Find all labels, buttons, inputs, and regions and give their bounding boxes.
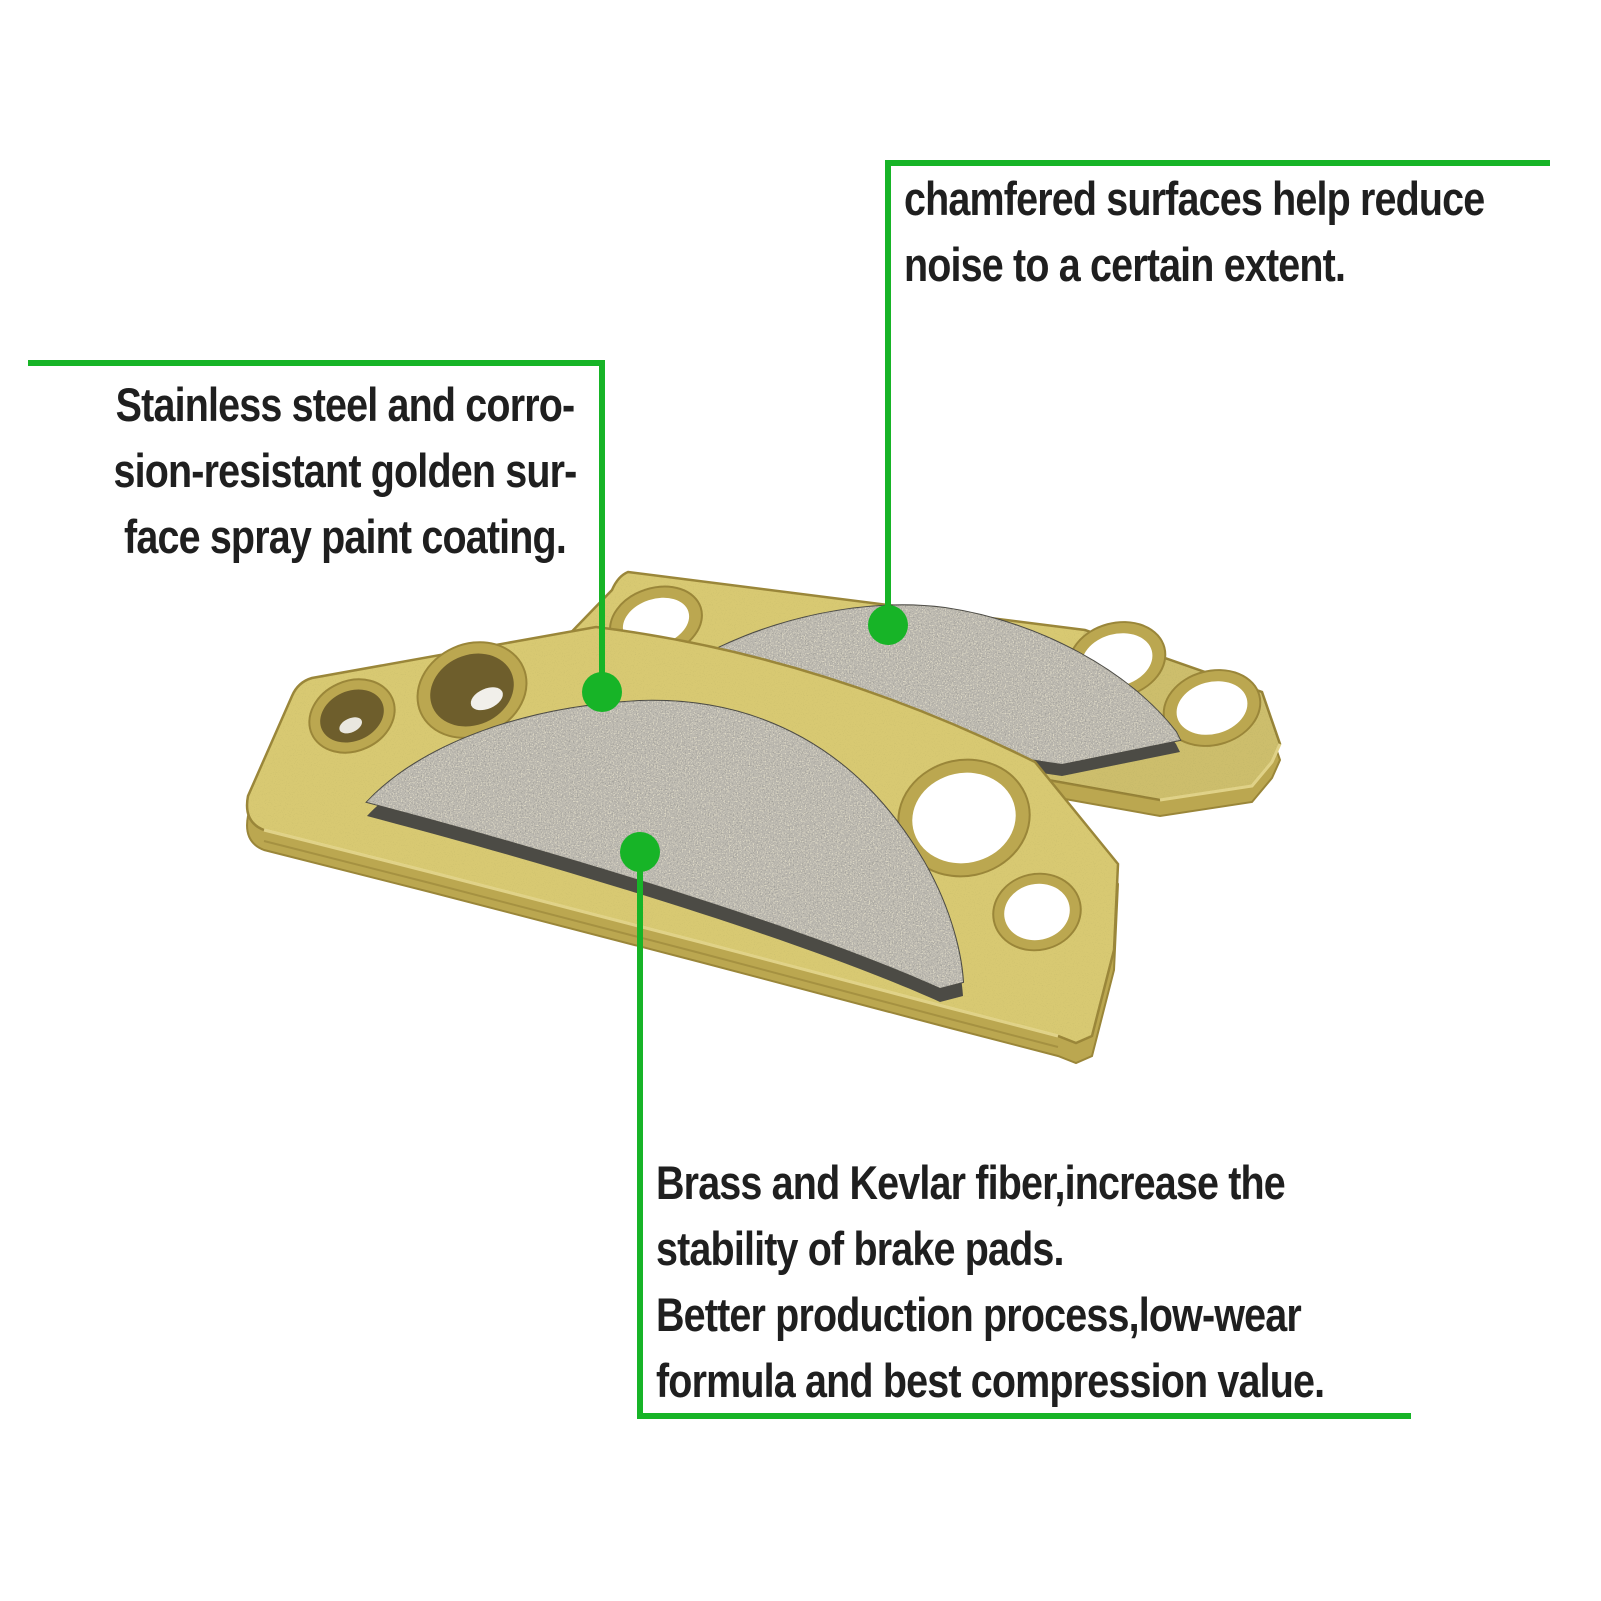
front-plate-hole-right-small (992, 872, 1082, 952)
brake-pad-back (554, 570, 1282, 818)
material-callout-line (637, 864, 1411, 1419)
back-plate-hole-right-2 (1162, 669, 1262, 747)
front-plate-hole-left-small (308, 678, 396, 754)
callout-material-line-4: formula and best compression value. (656, 1354, 1325, 1407)
callout-coating-line-1: Stainless steel and corro- (115, 378, 576, 431)
back-friction-texture (688, 605, 1180, 764)
front-plate-ridge-2 (263, 840, 1059, 1048)
front-plate-hole-left-big (416, 641, 528, 739)
chamfer-callout-dot (868, 605, 908, 645)
chamfer-callout-line (885, 160, 1550, 612)
front-friction-texture (367, 700, 963, 988)
callout-chamfer: chamfered surfaces help reduce noise to … (904, 166, 1485, 298)
brake-pad-front (245, 625, 1120, 1065)
callout-coating: Stainless steel and corro- sion-resistan… (93, 372, 597, 570)
callout-material: Brass and Kevlar fiber,increase the stab… (656, 1150, 1325, 1414)
coating-callout-dot (582, 672, 622, 712)
front-plate-ridge (263, 828, 1059, 1038)
back-plate-ridge (1159, 743, 1282, 802)
callout-coating-line-2: sion-resistant golden sur- (113, 444, 578, 497)
front-plate-hole-right-big (897, 758, 1031, 878)
callout-material-line-3: Better production process,low-wear (656, 1288, 1302, 1341)
callout-coating-line-3: face spray paint coating. (124, 510, 567, 563)
coating-callout-line (28, 360, 605, 680)
material-callout-dot (620, 832, 660, 872)
callout-chamfer-line-1: chamfered surfaces help reduce (904, 172, 1485, 225)
callout-chamfer-line-2: noise to a certain extent. (904, 238, 1346, 291)
callout-material-line-1: Brass and Kevlar fiber,increase the (656, 1156, 1286, 1209)
callout-material-line-2: stability of brake pads. (656, 1222, 1065, 1275)
callout-connectors (28, 160, 1550, 1419)
